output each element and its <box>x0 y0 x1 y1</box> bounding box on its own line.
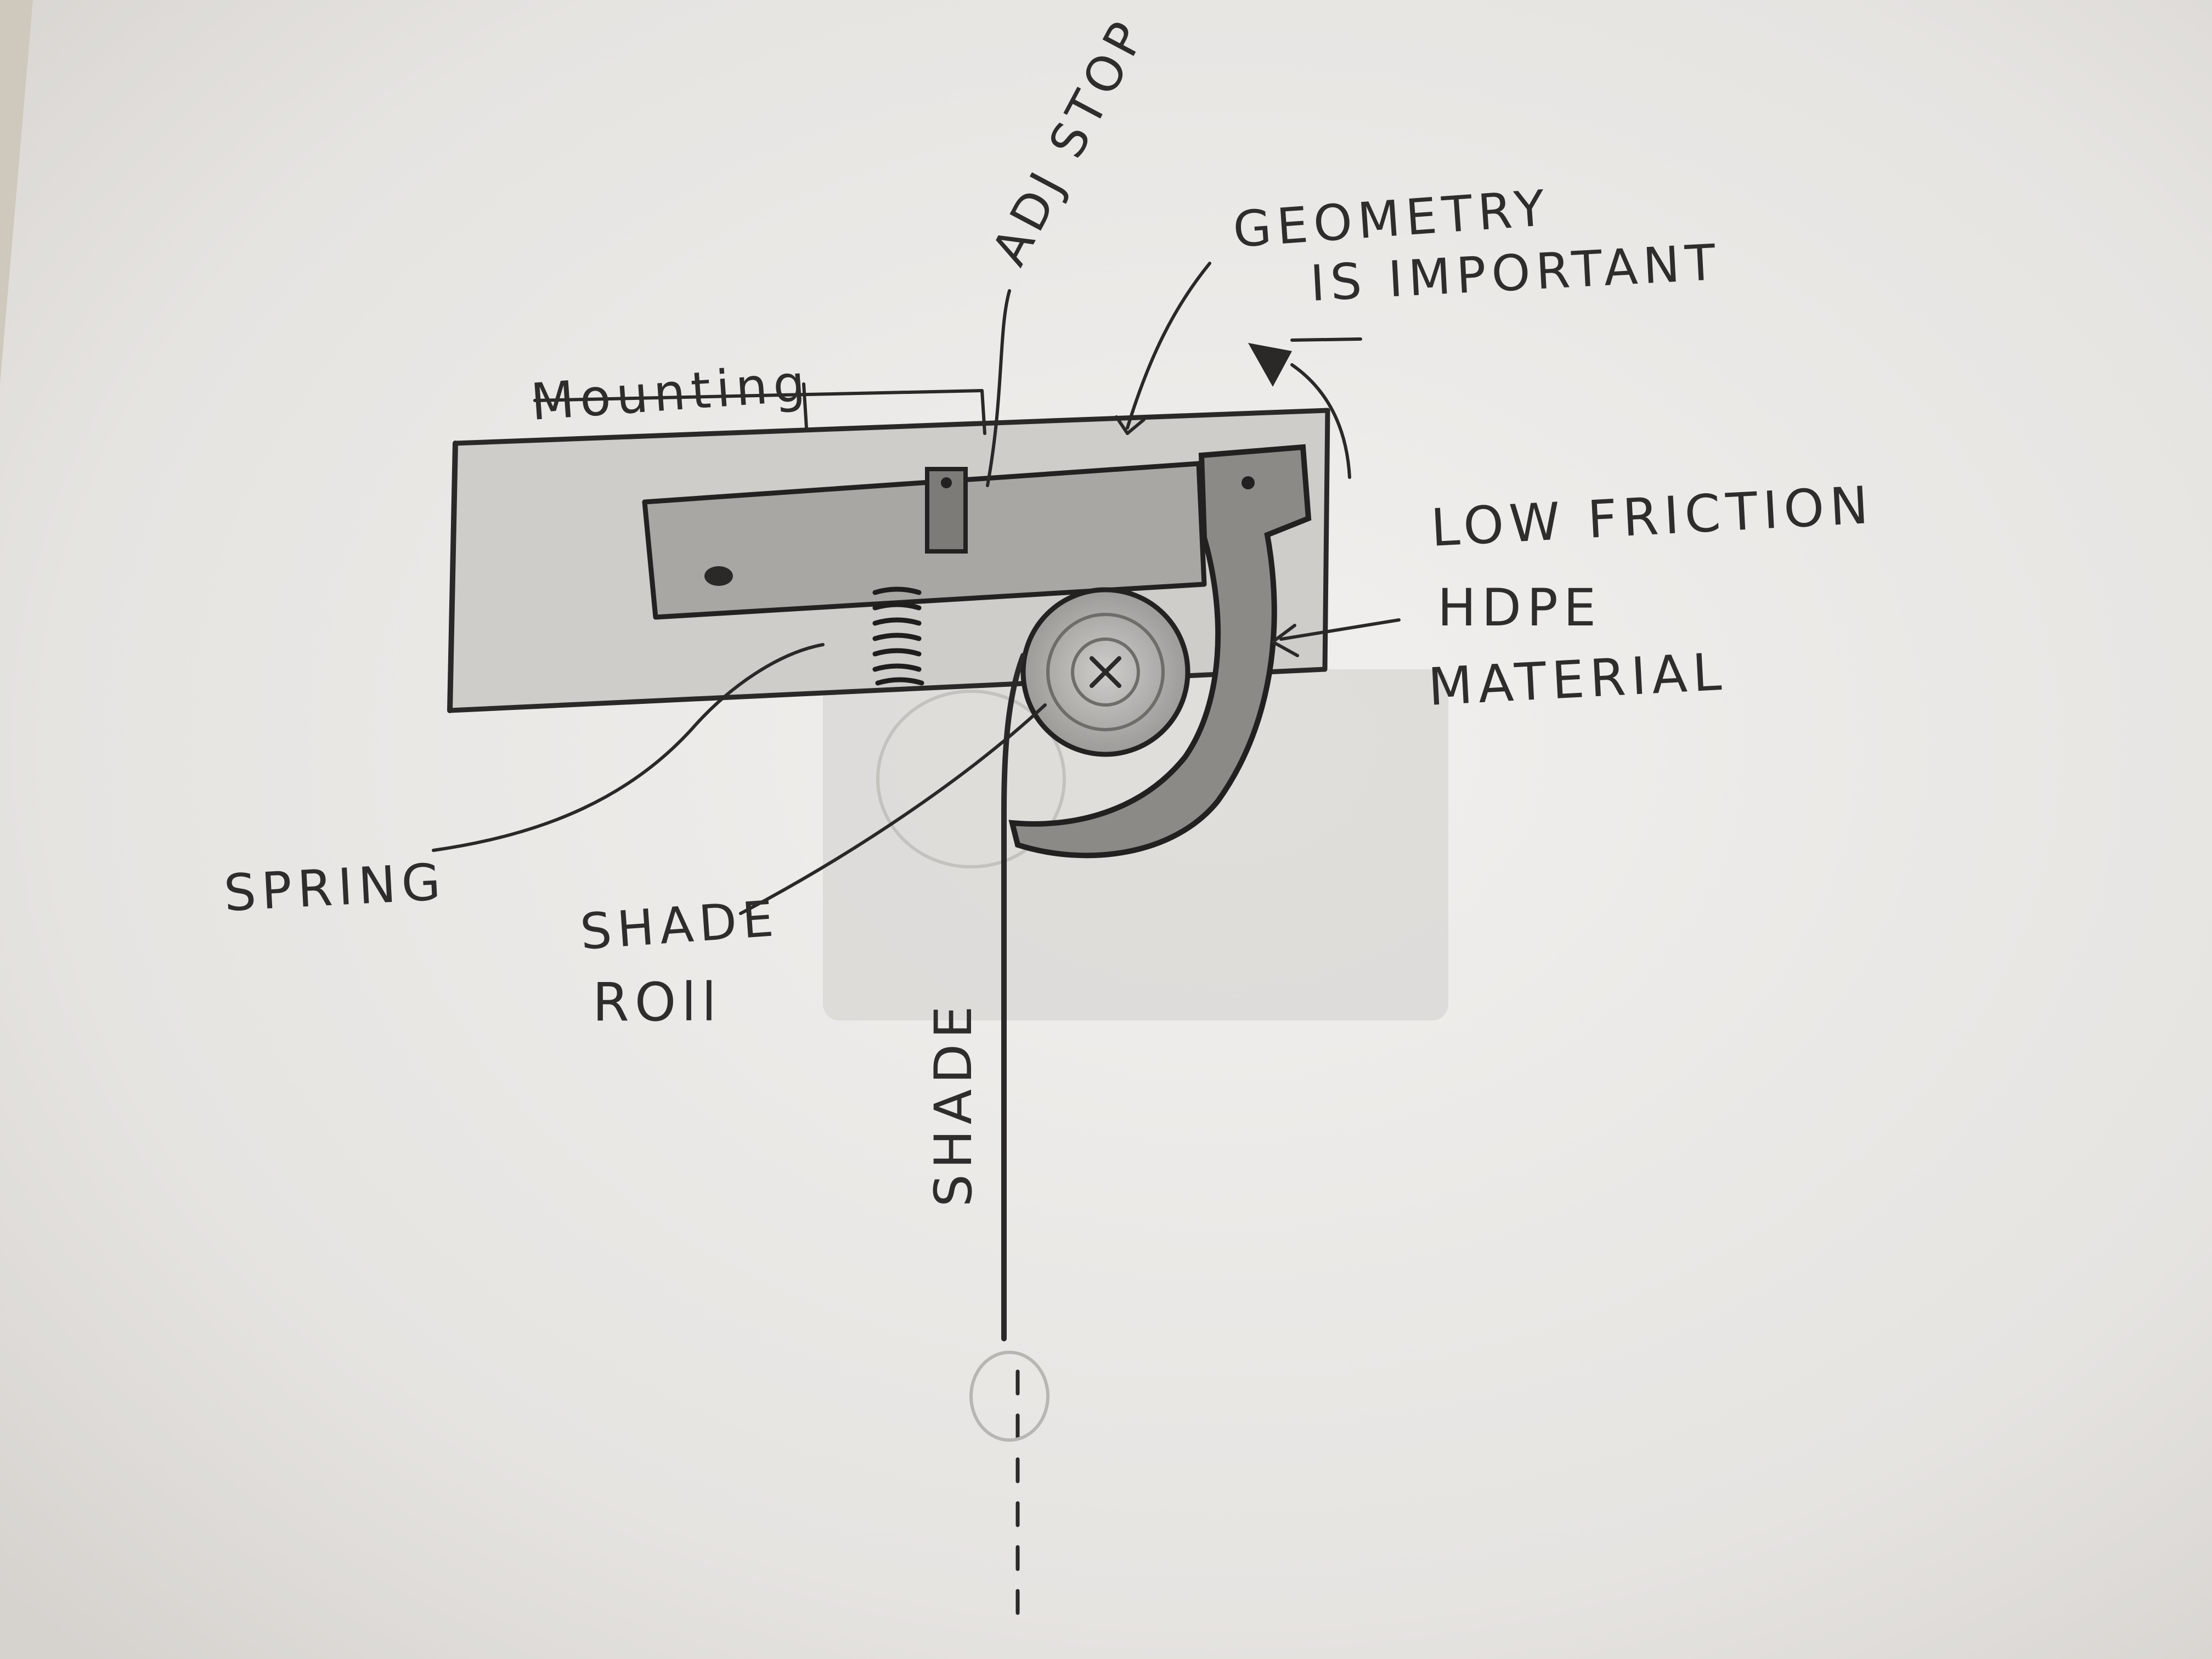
spring-label: SPRING <box>223 853 448 923</box>
hdpe-guide <box>1008 444 1312 859</box>
stop-wedge <box>1248 343 1292 387</box>
lever-arm <box>642 461 1207 620</box>
leader-lines <box>432 262 1401 915</box>
low-friction-label-line2: HDPE <box>1437 578 1601 638</box>
spring <box>872 586 924 686</box>
shade-label: SHADE <box>924 1001 984 1207</box>
shade-roll-label-line2: ROll <box>592 972 722 1033</box>
shade-roll-label-line1: SHADE <box>578 890 781 961</box>
shade-roll <box>1020 587 1190 757</box>
shade-line <box>969 653 1049 1615</box>
background-circle <box>876 690 1066 868</box>
wedge-arrow <box>1290 363 1351 479</box>
adj-stop-block <box>925 467 968 554</box>
